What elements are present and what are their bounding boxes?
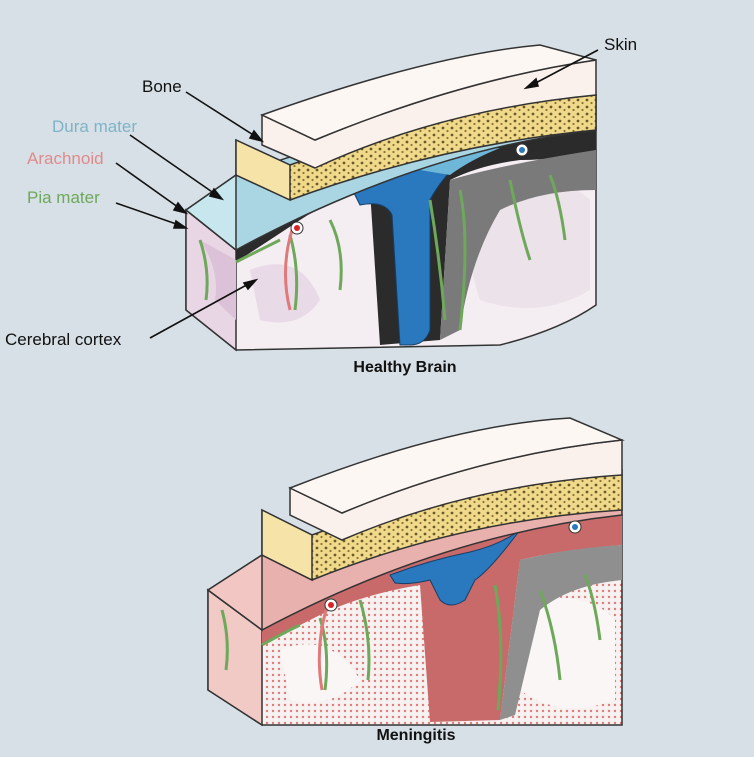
meningitis-csf <box>389 529 521 606</box>
arachnoid-label: Arachnoid <box>27 149 104 168</box>
healthy-brain-caption: Healthy Brain <box>353 359 456 376</box>
bone-label: Bone <box>142 77 182 96</box>
meningitis-illustration <box>206 417 625 727</box>
dura-mater-label: Dura mater <box>52 117 137 136</box>
healthy-brain-illustration <box>184 44 597 352</box>
meningitis-caption: Meningitis <box>376 727 455 744</box>
meningitis-subarachnoid-space <box>262 515 622 722</box>
cerebral-cortex-label: Cerebral cortex <box>5 330 122 349</box>
skin-label: Skin <box>604 35 637 54</box>
pia-mater-label: Pia mater <box>27 188 100 207</box>
label-arrows <box>115 49 599 339</box>
